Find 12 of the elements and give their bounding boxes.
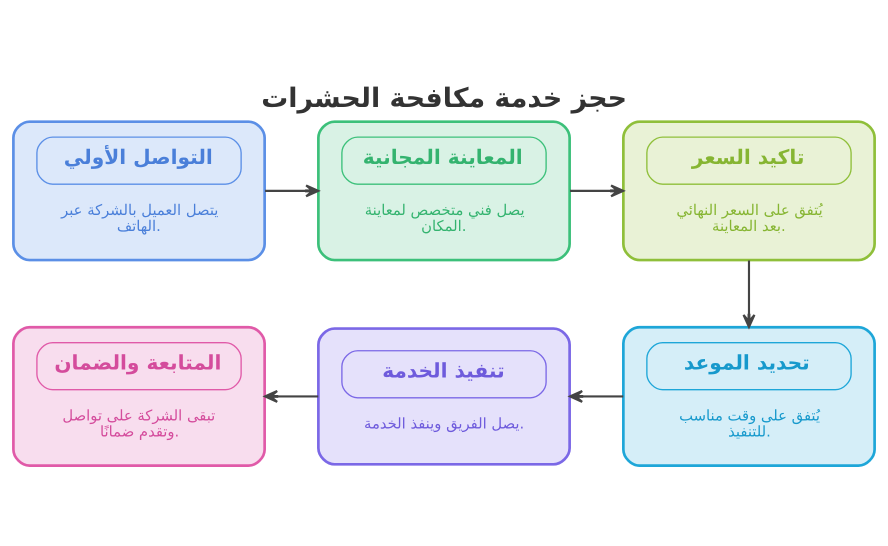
- node-box: تاكيد السعر يُتفق على السعر النهائي بعد المعاينة.: [622, 120, 876, 261]
- node-box: المتابعة والضمان تبقى الشركة على تواصل وتقدم ضمانًا.: [12, 325, 266, 466]
- node-box: تحديد الموعد يُتفق على وقت مناسب للتنفيذ.: [622, 325, 876, 466]
- node-box: التواصل الأولي يتصل العميل بالشركة عبر الهاتف.: [12, 120, 266, 261]
- arrow: [264, 389, 318, 402]
- arrow: [570, 184, 624, 197]
- arrow: [568, 389, 624, 402]
- diagram-title: حجز خدمة مكافحة الحشرات: [261, 82, 628, 114]
- node-box: المعاينة المجانية يصل فني متخصص لمعاينة المكان.: [317, 120, 571, 261]
- arrow: [742, 260, 756, 328]
- node-box: تنفيذ الخدمة يصل الفريق وينفذ الخدمة.: [317, 326, 571, 466]
- arrow: [265, 184, 320, 197]
